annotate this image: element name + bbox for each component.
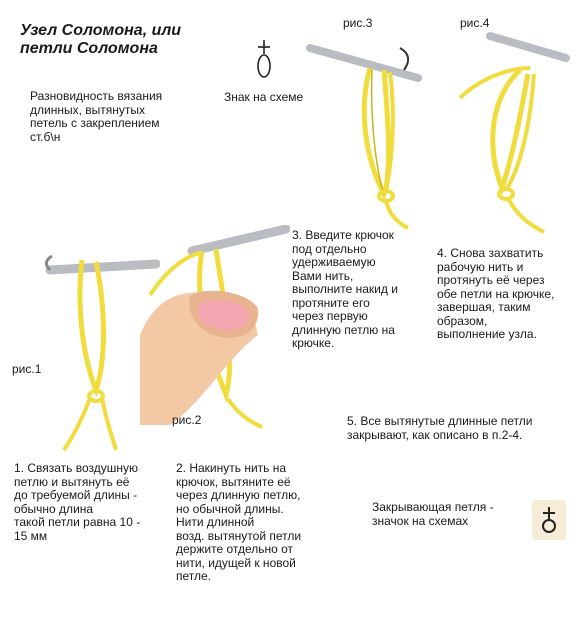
figure-1-label: рис.1	[12, 362, 41, 376]
step-1-text: 1. Связать воздушную петлю и вытянуть её…	[14, 462, 140, 543]
figure-3-label: рис.3	[343, 16, 372, 30]
step-3-text: 3. Введите крючок под отдельно удерживае…	[292, 229, 398, 351]
intro-text: Разновидность вязания длинных, вытянутых…	[30, 90, 162, 144]
figure-3-illustration	[300, 30, 430, 230]
page-title: Узел Соломона, или петли Соломона	[20, 22, 250, 58]
figure-2-illustration	[140, 225, 290, 430]
closing-loop-symbol-box	[532, 500, 566, 540]
step-2-text: 2. Накинуть нить на крючок, вытяните её …	[176, 462, 301, 584]
solomon-knot-symbol-icon	[252, 38, 276, 80]
closing-loop-symbol-icon	[539, 505, 559, 535]
figure-2-label: рис.2	[172, 413, 201, 427]
step-5-text: 5. Все вытянутые длинные петли закрывают…	[347, 415, 532, 442]
closing-loop-note: Закрывающая петля - значок на схемах	[372, 501, 494, 528]
symbol-label: Знак на схеме	[224, 91, 303, 105]
step-4-text: 4. Снова захватить рабочую нить и протян…	[437, 247, 554, 342]
figure-1-illustration	[20, 250, 160, 455]
figure-4-illustration	[450, 28, 570, 238]
